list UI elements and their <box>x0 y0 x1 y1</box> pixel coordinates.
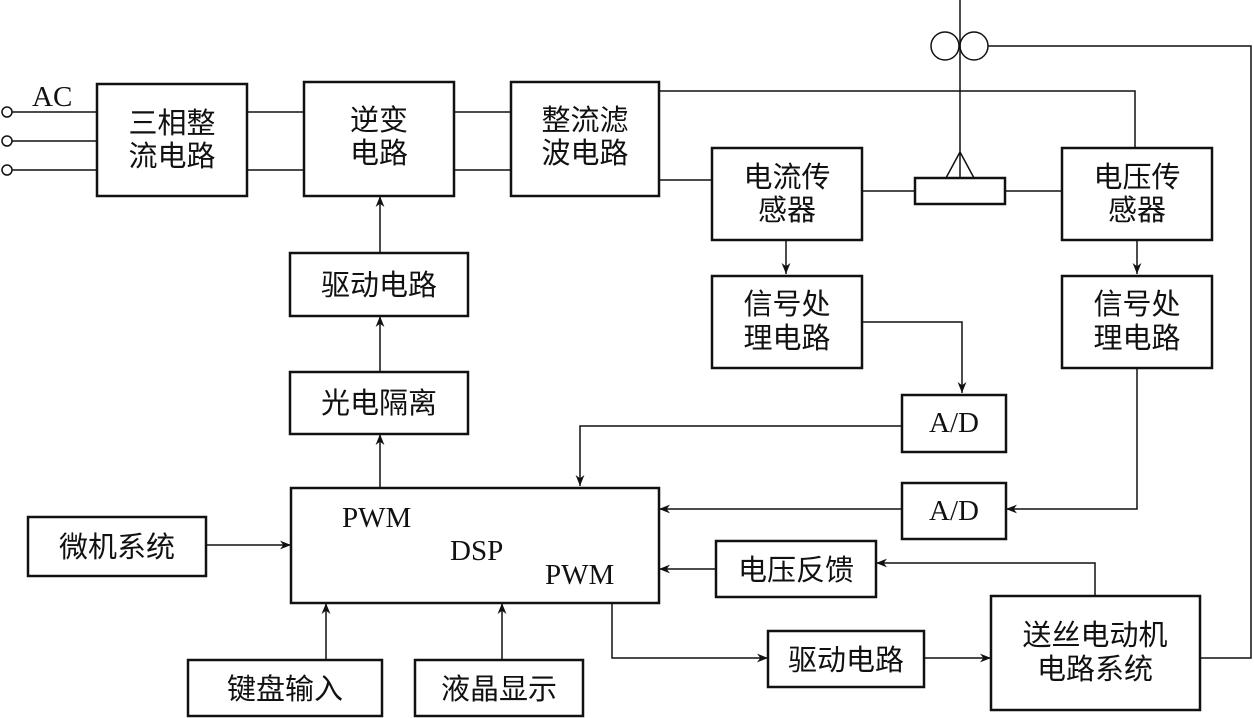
block-keyboard: 键盘输入 <box>186 658 384 718</box>
block-wire-feed-system: 送丝电动机 电路系统 <box>989 594 1202 712</box>
block-signal-proc-2: 信号处 理电路 <box>1060 274 1214 370</box>
drive-top-label: 驱动电路 <box>321 268 437 302</box>
block-dsp: PWM DSP PWM <box>289 486 661 605</box>
shunt-resistor <box>913 176 1007 206</box>
signal-proc-2-label-2: 理电路 <box>1093 321 1180 355</box>
positive-output-line <box>659 90 1136 148</box>
block-current-sensor: 电流传 感器 <box>710 146 864 242</box>
voltage-sensor-label-1: 电压传 <box>1093 160 1180 194</box>
block-voltage-feedback: 电压反馈 <box>714 539 878 599</box>
rectifier-label-1: 三相整 <box>128 106 215 140</box>
lcd-label: 液晶显示 <box>441 672 557 706</box>
block-lcd: 液晶显示 <box>413 658 585 718</box>
block-inverter: 逆变 电路 <box>302 80 456 198</box>
block-adc-1: A/D <box>900 393 1008 454</box>
filter-label-1: 整流滤 <box>541 103 628 137</box>
inverter-label-1: 逆变 <box>350 103 408 137</box>
inverter-label-2: 电路 <box>350 136 408 170</box>
block-opto-isolation: 光电隔离 <box>288 370 470 436</box>
block-drive-top: 驱动电路 <box>288 251 470 318</box>
current-sensor-label-1: 电流传 <box>743 160 830 194</box>
voltage-sensor-label-2: 感器 <box>1108 193 1166 227</box>
voltage-feedback-label: 电压反馈 <box>738 553 854 587</box>
wire-feed-reel-right <box>959 31 989 61</box>
signal-proc-1-label-2: 理电路 <box>743 321 830 355</box>
current-sensor-label-2: 感器 <box>758 193 816 227</box>
block-voltage-sensor: 电压传 感器 <box>1060 146 1214 242</box>
adc1-to-dsp <box>575 425 902 486</box>
reel-feed-line <box>988 45 1252 659</box>
wire-feed-reel-left <box>930 31 960 61</box>
dsp-name-label: DSP <box>450 535 503 567</box>
block-adc-2: A/D <box>900 481 1008 541</box>
ac-terminal-2 <box>1 135 13 147</box>
keyboard-label: 键盘输入 <box>227 672 343 706</box>
block-filter: 整流滤 波电路 <box>509 80 661 198</box>
adc-2-label: A/D <box>929 495 979 527</box>
signal-proc1-to-adc1 <box>862 321 967 393</box>
ac-terminal-3 <box>1 164 13 176</box>
dsp-pwm-to-drive <box>611 603 768 663</box>
block-microcomputer: 微机系统 <box>26 515 208 578</box>
signal-proc-2-label-1: 信号处 <box>1093 287 1180 321</box>
dsp-pwm-bottom-label: PWM <box>545 559 614 591</box>
connection-lines <box>1 0 1252 663</box>
wire-feed-label-2: 电路系统 <box>1037 652 1153 686</box>
wire-feed-label-1: 送丝电动机 <box>1022 618 1167 652</box>
rectifier-label-2: 流电路 <box>128 139 215 173</box>
drive-bottom-label: 驱动电路 <box>788 643 904 677</box>
block-signal-proc-1: 信号处 理电路 <box>710 274 864 370</box>
dsp-pwm-top-label: PWM <box>342 502 411 534</box>
block-rectifier: 三相整 流电路 <box>95 82 249 198</box>
opto-isolation-label: 光电隔离 <box>321 386 437 420</box>
wire-feed-to-feedback <box>876 558 1096 596</box>
block-drive-bottom: 驱动电路 <box>766 629 926 689</box>
ac-label: AC <box>32 81 72 113</box>
adc-1-label: A/D <box>929 407 979 439</box>
microcomputer-label: 微机系统 <box>59 530 175 564</box>
signal-proc-1-label-1: 信号处 <box>743 287 830 321</box>
signal-proc2-to-adc2 <box>1006 368 1138 514</box>
ac-terminal-1 <box>1 106 13 118</box>
filter-label-2: 波电路 <box>541 136 628 170</box>
